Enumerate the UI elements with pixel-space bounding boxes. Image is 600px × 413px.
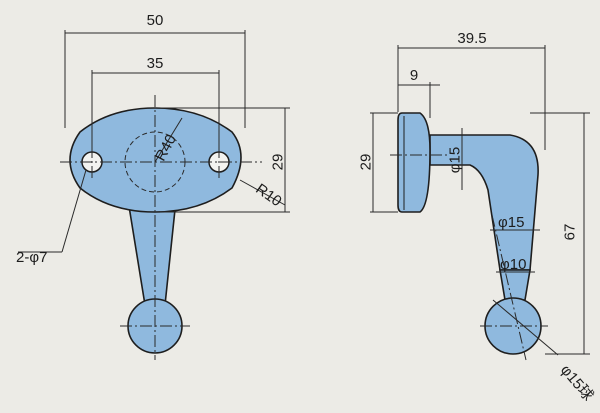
side-dimension-stem: φ15: [490, 214, 540, 231]
front-radius-r10: R10: [239, 179, 286, 210]
dim-holes-label: 2-φ7: [16, 249, 47, 266]
side-axis-centerline: [491, 214, 527, 361]
dim-neck-label: φ15: [447, 147, 464, 173]
front-view: [60, 95, 262, 360]
dim-r10-label: R10: [252, 180, 284, 210]
dim-stem-label: φ15: [498, 214, 524, 231]
side-dimension-9: 9: [398, 67, 440, 118]
dim-front-29-label: 29: [270, 154, 287, 171]
side-dimension-29: 29: [358, 112, 398, 213]
dim-tip-label: φ10: [500, 256, 526, 273]
side-dimension-neck: φ15: [447, 128, 464, 190]
side-dimension-67: 67: [530, 112, 590, 355]
side-dimension-tip: φ10: [496, 256, 535, 273]
front-hole-callout: 2-φ7: [16, 169, 87, 266]
dim-9-label: 9: [410, 67, 418, 84]
dim-35-label: 35: [147, 55, 164, 72]
side-ball: [484, 297, 542, 355]
dim-67-label: 67: [562, 224, 579, 241]
side-tip: [499, 269, 531, 301]
front-dimension-50: 50: [64, 12, 246, 128]
side-view: [390, 112, 548, 361]
dim-39-5-label: 39.5: [457, 30, 486, 47]
front-handle-stem: [127, 199, 177, 306]
dim-50-label: 50: [147, 12, 164, 29]
front-flange: [69, 107, 242, 213]
side-dimension-39-5: 39.5: [397, 30, 546, 150]
dim-side-29-label: 29: [358, 154, 375, 171]
front-dimension-35: 35: [91, 55, 220, 148]
side-flange: [397, 112, 431, 213]
front-dimension-29: 29: [160, 107, 290, 213]
dim-ball-label: φ15球: [557, 362, 597, 405]
